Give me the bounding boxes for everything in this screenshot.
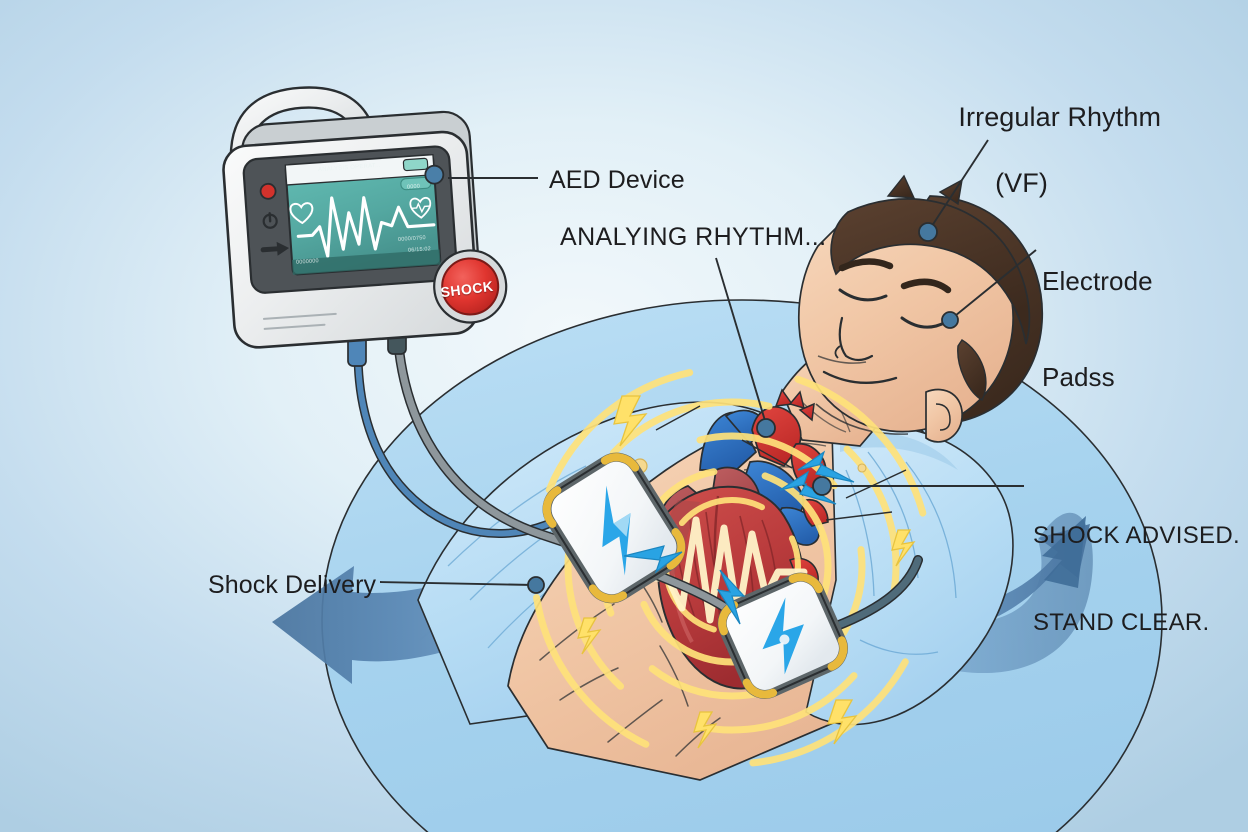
leader-shock-delivery <box>379 581 535 586</box>
label-irregular-rhythm-line1: Irregular Rhythm <box>958 101 1162 132</box>
arrow-right-icon[interactable] <box>260 241 290 257</box>
mouth <box>822 370 898 384</box>
shock-button-cap <box>441 257 500 316</box>
screen-footer-bar <box>291 249 441 275</box>
dot-neck <box>756 418 776 438</box>
label-shock-advised-line1: SHOCK ADVISED. <box>1033 521 1240 549</box>
aed-vents <box>262 312 337 330</box>
arrow-upper-right <box>797 450 855 483</box>
arrow-pad-to-heart-lower <box>716 569 746 625</box>
label-shock-advised-line2: STAND CLEAR. <box>1033 609 1210 637</box>
dot-chest <box>812 476 832 496</box>
spark-bolts <box>577 395 916 749</box>
status-light-red <box>259 182 277 200</box>
label-shock-advised: SHOCK ADVISED. STAND CLEAR. <box>1033 462 1240 696</box>
patient-head <box>797 174 1044 443</box>
sideburn <box>957 339 987 401</box>
arrow-pad-to-heart-left <box>623 545 683 574</box>
ear <box>925 388 963 443</box>
label-irregular-rhythm: Irregular Rhythm (VF) <box>928 68 1161 266</box>
current-flow-arrows <box>623 450 855 625</box>
label-irregular-rhythm-line2: (VF) <box>995 167 1048 198</box>
label-electrode-pads: Electrode Padss <box>1042 203 1153 457</box>
leader-irregular-rhythm <box>927 139 989 233</box>
screen-ecg-waveform <box>296 196 436 258</box>
label-shock-delivery: Shock Delivery <box>208 571 377 599</box>
leader-electrode-pads <box>949 249 1037 321</box>
screen-mode-badge-text: 0000 <box>406 183 421 191</box>
aed-device <box>222 86 509 349</box>
screen-heart-pulse-icon <box>409 196 432 219</box>
electrode-pad-lower[interactable] <box>716 571 850 701</box>
dot-temple <box>941 311 959 329</box>
hair-front <box>830 198 1031 345</box>
nose <box>838 316 874 362</box>
arrow-right-to-heart <box>779 470 837 505</box>
cable-lower-tail <box>822 556 922 634</box>
label-analysing-rhythm: ANALYING RHYTHM... <box>560 223 827 251</box>
eye-left-closed <box>838 288 888 302</box>
shock-button[interactable] <box>432 248 509 325</box>
screen-heart-icon <box>289 202 314 225</box>
electrode-pad-upper[interactable] <box>538 449 689 608</box>
power-icon[interactable] <box>262 212 278 229</box>
pad-bolt-icon <box>602 485 631 576</box>
cable-gray <box>394 336 730 612</box>
eyebrow-left <box>838 258 894 272</box>
label-electrode-pads-line2: Padss <box>1042 361 1115 392</box>
leader-dots <box>527 222 959 594</box>
eyebrow-right <box>900 278 952 294</box>
leader-lines <box>379 139 1037 586</box>
screen-header-strip <box>284 154 436 186</box>
label-electrode-pads-line1: Electrode <box>1042 266 1153 297</box>
leader-analysing-rhythm <box>715 257 767 425</box>
aed-connector-port[interactable] <box>424 164 445 185</box>
nostril <box>834 345 841 359</box>
dot-bed <box>527 576 545 594</box>
label-aed-device: AED Device <box>549 166 685 194</box>
screen-battery-badge <box>402 157 429 172</box>
dot-forehead <box>918 222 938 242</box>
big-arrow-right-head <box>1042 516 1086 588</box>
